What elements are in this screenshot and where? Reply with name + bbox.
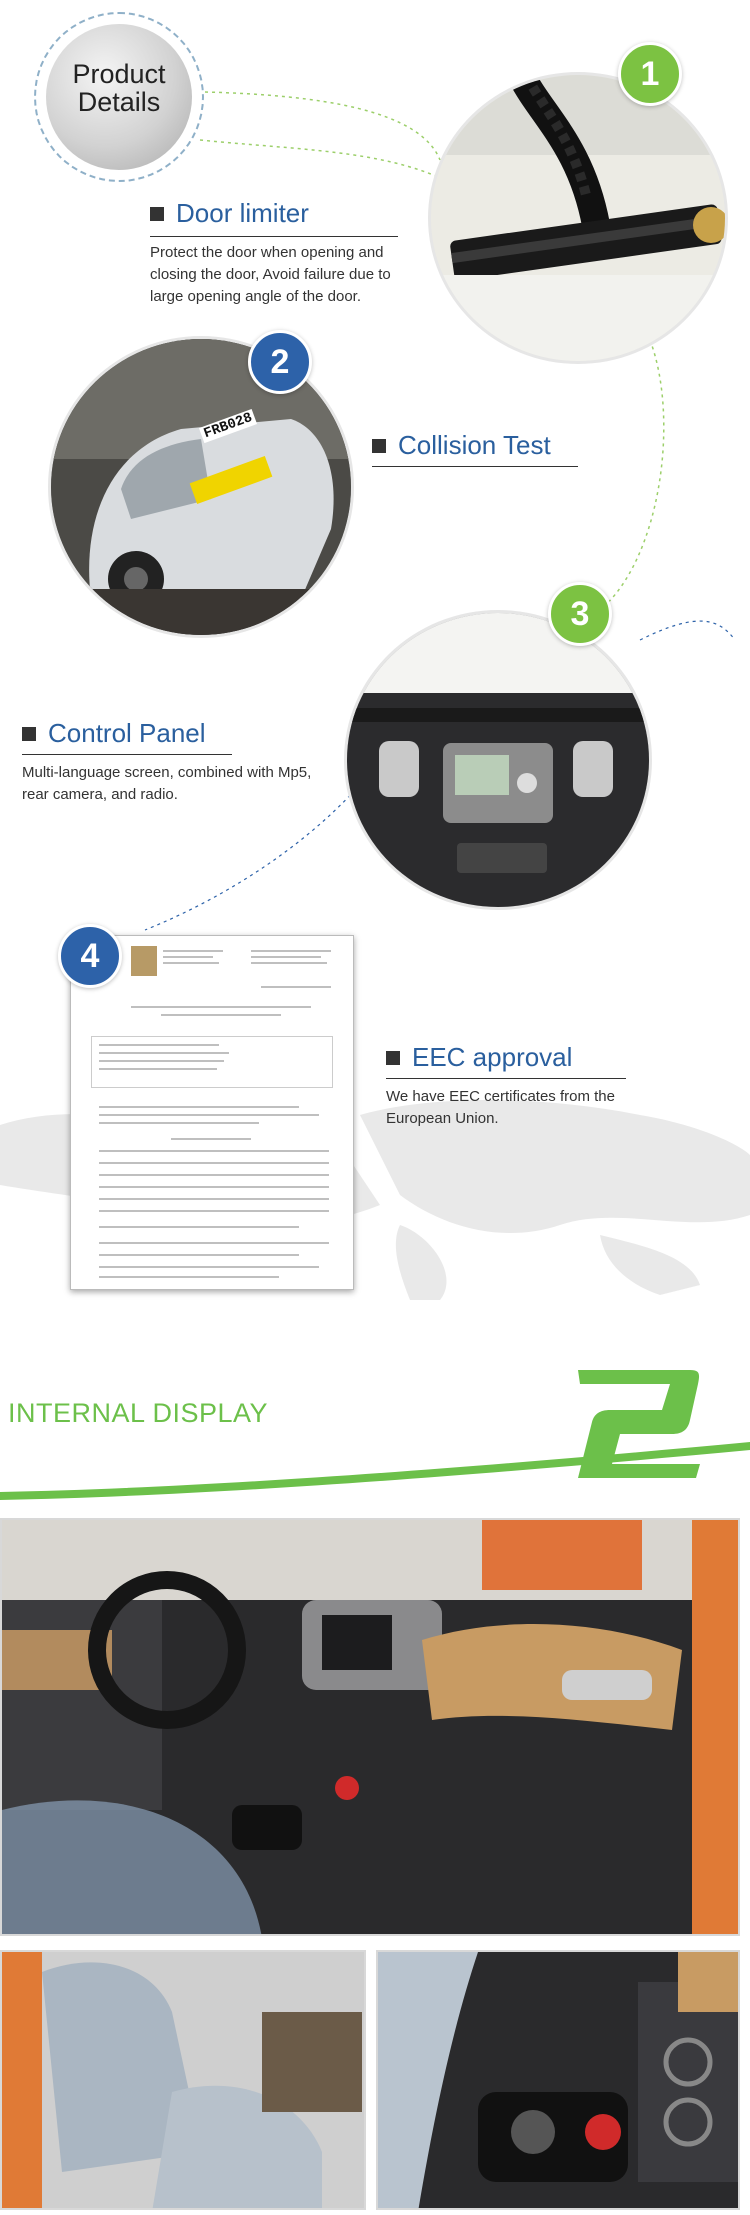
control-panel-photo — [344, 610, 652, 910]
feature-number-2: 2 — [248, 330, 312, 394]
control-panel-title: Control Panel — [22, 718, 206, 749]
interior-gear-console-photo — [376, 1950, 740, 2210]
bullet-square-icon — [386, 1050, 400, 1065]
collision-test-underline — [372, 466, 578, 467]
eec-approval-description: We have EEC certificates from the Europe… — [386, 1088, 615, 1127]
door-limiter-description: Protect the door when opening and closin… — [150, 244, 391, 305]
eec-approval-underline — [386, 1078, 626, 1079]
product-details-badge-ring — [34, 12, 204, 182]
control-panel-underline — [22, 754, 232, 755]
door-limiter-title: Door limiter — [150, 198, 309, 229]
internal-display-title: INTERNAL DISPLAY — [8, 1398, 269, 1428]
interior-seats-photo — [0, 1950, 366, 2210]
collision-test-photo — [48, 336, 354, 638]
feature-number-4: 4 — [58, 924, 122, 988]
bullet-square-icon — [372, 438, 386, 453]
door-limiter-photo — [428, 72, 728, 364]
internal-display-banner — [0, 1370, 750, 1500]
eec-certificate-document — [70, 935, 354, 1290]
door-limiter-underline — [150, 236, 398, 237]
bullet-square-icon — [22, 726, 36, 741]
feature-number-3: 3 — [548, 582, 612, 646]
product-details-badge — [46, 24, 192, 170]
collision-test-title: Collision Test — [372, 430, 551, 461]
interior-dashboard-photo — [0, 1518, 740, 1936]
product-details-title: Product Details — [72, 59, 166, 117]
eec-approval-title: EEC approval — [386, 1042, 572, 1073]
feature-number-1: 1 — [618, 42, 682, 106]
control-panel-description: Multi-language screen, combined with Mp5… — [22, 764, 312, 803]
dotted-connectors — [144, 91, 736, 931]
coat-of-arms-icon — [131, 946, 157, 976]
bullet-square-icon — [150, 206, 164, 221]
